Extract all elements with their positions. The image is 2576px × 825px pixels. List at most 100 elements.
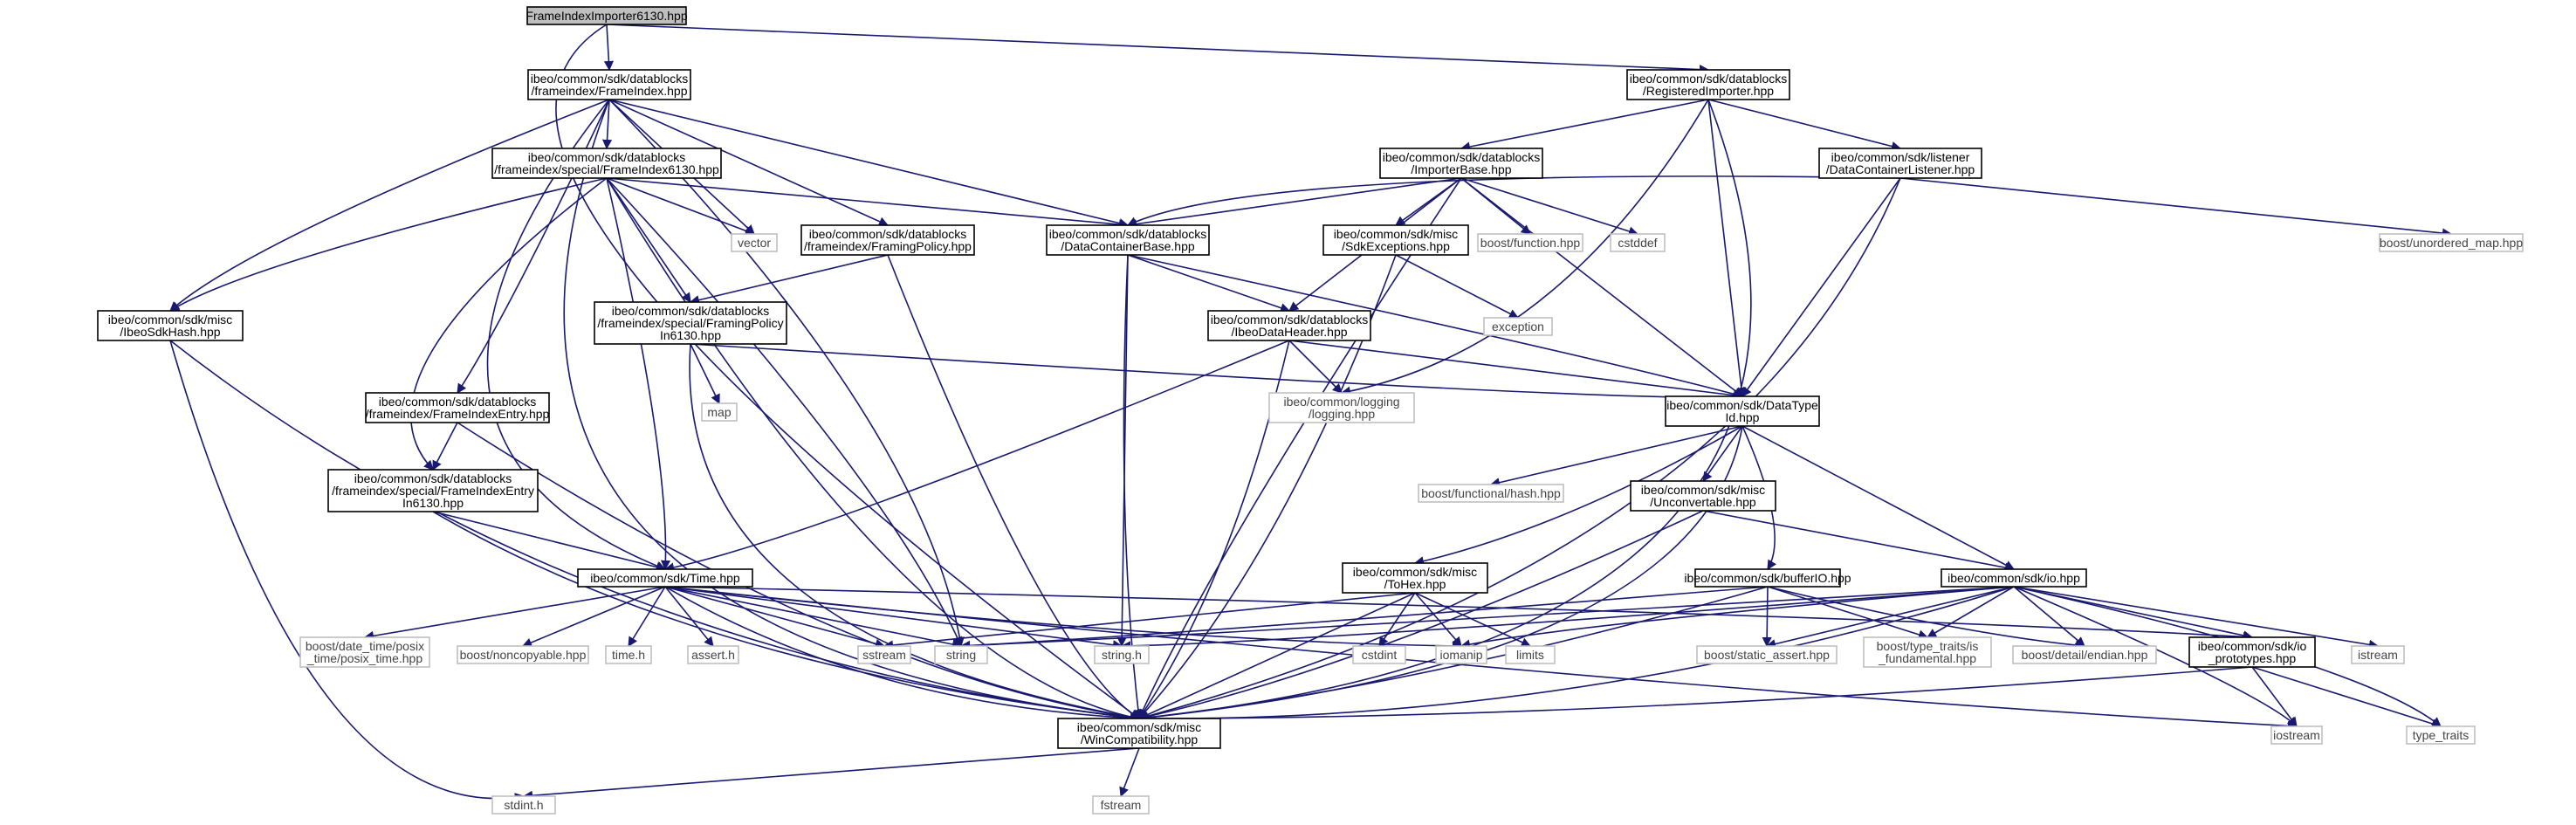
edge-io-to-wincompat bbox=[1137, 586, 2015, 724]
node-box bbox=[1630, 480, 1776, 512]
node-box bbox=[1322, 224, 1469, 256]
edge-dcbase-to-stringh bbox=[1116, 254, 1129, 648]
node-sdkexceptions[interactable]: ibeo/common/sdk/misc/SdkExceptions.hpp bbox=[1322, 224, 1469, 256]
node-cstddef[interactable]: cstddef bbox=[1610, 233, 1666, 252]
node-vector[interactable]: vector bbox=[731, 233, 778, 252]
node-sstream[interactable]: sstream bbox=[857, 645, 911, 664]
node-logging[interactable]: ibeo/common/logging/logging.hpp bbox=[1268, 392, 1415, 423]
node-bufferio[interactable]: ibeo/common/sdk/bufferIO.hpp bbox=[1684, 568, 1851, 588]
node-map[interactable]: map bbox=[701, 402, 738, 422]
node-label: /frameindex/special/FrameIndexEntry bbox=[332, 484, 534, 498]
node-box bbox=[1352, 645, 1406, 664]
node-stdinth[interactable]: stdint.h bbox=[491, 795, 556, 815]
node-boostfunction[interactable]: boost/function.hpp bbox=[1477, 233, 1583, 252]
edge-time-to-stringh bbox=[664, 586, 1123, 650]
node-time[interactable]: ibeo/common/sdk/Time.hpp bbox=[577, 568, 753, 588]
node-box bbox=[1818, 148, 1982, 179]
edge-dclistener-to-datatypeid bbox=[1741, 177, 1901, 397]
edge-frameindex-to-dcbase bbox=[608, 99, 1130, 229]
node-box bbox=[2406, 725, 2476, 745]
node-fp6130[interactable]: ibeo/common/sdk/datablocks/frameindex/sp… bbox=[594, 301, 787, 345]
node-unconvertable[interactable]: ibeo/common/sdk/misc/Unconvertable.hpp bbox=[1630, 480, 1776, 512]
node-fie6130[interactable]: ibeo/common/sdk/datablocks/frameindex/sp… bbox=[327, 469, 539, 512]
node-box bbox=[491, 148, 722, 179]
node-label: time.h bbox=[612, 648, 645, 662]
node-string[interactable]: string bbox=[934, 645, 988, 664]
node-staticassert[interactable]: boost/static_assert.hpp bbox=[1696, 645, 1838, 664]
node-box bbox=[1057, 718, 1221, 749]
edge-io-to-istream bbox=[2013, 586, 2380, 650]
edge-frameindex-to-fientry bbox=[457, 99, 610, 394]
edge-frameindex-to-fi6130 bbox=[601, 99, 613, 150]
edge-time-to-posixtime bbox=[363, 586, 666, 641]
node-box bbox=[731, 233, 778, 252]
node-label: ibeo/common/sdk/datablocks bbox=[1211, 313, 1369, 327]
node-ioprototypes[interactable]: ibeo/common/sdk/io_prototypes.hpp bbox=[2188, 636, 2316, 668]
node-cstdint[interactable]: cstdint bbox=[1352, 645, 1406, 664]
node-label: boost/function.hpp bbox=[1480, 236, 1581, 250]
edge-time-to-asserth bbox=[664, 586, 714, 647]
edge-datatypeid-to-tohex bbox=[1413, 425, 1743, 567]
edge-io-to-iostream bbox=[2013, 586, 2298, 727]
edge-regimporter-to-datatypeid bbox=[1707, 99, 1747, 398]
node-label: _time/posix_time.hpp bbox=[306, 651, 423, 665]
edge-fp6130-to-wincompat bbox=[689, 343, 1141, 722]
node-label: ibeo/common/sdk/Time.hpp bbox=[590, 571, 740, 585]
node-label: ibeo/common/sdk/datablocks bbox=[1383, 150, 1541, 164]
node-posixtime[interactable]: boost/date_time/posix_time/posix_time.hp… bbox=[299, 636, 430, 668]
node-typetraits[interactable]: type_traits bbox=[2406, 725, 2476, 745]
node-noncopyable[interactable]: boost/noncopyable.hpp bbox=[457, 645, 589, 664]
edge-sdkhash-to-stdinth bbox=[169, 340, 526, 803]
node-label: vector bbox=[738, 236, 771, 250]
node-fstream[interactable]: fstream bbox=[1092, 795, 1150, 815]
node-tohex[interactable]: ibeo/common/sdk/misc/ToHex.hpp bbox=[1342, 562, 1488, 594]
node-istream[interactable]: istream bbox=[2351, 645, 2405, 664]
node-dclistener[interactable]: ibeo/common/sdk/listener/DataContainerLi… bbox=[1818, 148, 1982, 179]
edge-frameindex-to-wincompat bbox=[563, 99, 1141, 723]
node-frameindex[interactable]: ibeo/common/sdk/datablocks/frameindex/Fr… bbox=[527, 69, 691, 100]
edge-dcbase-to-datatypeid bbox=[1127, 254, 1744, 399]
edge-time-to-string bbox=[664, 586, 963, 650]
node-box bbox=[577, 568, 753, 588]
node-stringh[interactable]: string.h bbox=[1094, 645, 1150, 664]
node-label: boost/static_assert.hpp bbox=[1704, 648, 1830, 662]
node-limits[interactable]: limits bbox=[1505, 645, 1556, 664]
node-box bbox=[2270, 725, 2323, 745]
node-functionalhash[interactable]: boost/functional/hash.hpp bbox=[1418, 484, 1564, 503]
node-exception[interactable]: exception bbox=[1483, 317, 1553, 336]
edge-root-to-frameindex bbox=[603, 24, 615, 72]
node-isfundamental[interactable]: boost/type_traits/is_fundamental.hpp bbox=[1863, 636, 1992, 668]
node-label: ibeo/common/sdk/misc bbox=[1334, 227, 1458, 241]
node-label: boost/type_traits/is bbox=[1877, 639, 1979, 653]
edge-fie6130-to-wincompat bbox=[432, 511, 1141, 723]
node-label: boost/functional/hash.hpp bbox=[1421, 486, 1561, 500]
node-iostream[interactable]: iostream bbox=[2270, 725, 2323, 745]
node-sdkhash[interactable]: ibeo/common/sdk/misc/IbeoSdkHash.hpp bbox=[97, 310, 244, 341]
node-wincompat[interactable]: ibeo/common/sdk/misc/WinCompatibility.hp… bbox=[1057, 718, 1221, 749]
node-importerbase[interactable]: ibeo/common/sdk/datablocks/ImporterBase.… bbox=[1379, 148, 1543, 179]
node-dcbase[interactable]: ibeo/common/sdk/datablocks/DataContainer… bbox=[1046, 224, 1210, 256]
node-framingpolicy[interactable]: ibeo/common/sdk/datablocks/frameindex/Fr… bbox=[800, 224, 975, 256]
node-dataheader[interactable]: ibeo/common/sdk/datablocks/IbeoDataHeade… bbox=[1207, 310, 1371, 341]
node-fi6130[interactable]: ibeo/common/sdk/datablocks/frameindex/sp… bbox=[491, 148, 722, 179]
node-asserth[interactable]: assert.h bbox=[687, 645, 739, 664]
edge-ioprototypes-to-typetraits bbox=[2251, 666, 2442, 729]
node-iomanip[interactable]: iomanip bbox=[1435, 645, 1487, 664]
node-io[interactable]: ibeo/common/sdk/io.hpp bbox=[1941, 568, 2087, 588]
edge-time-to-sstream bbox=[664, 586, 886, 649]
edge-bufferio-to-staticassert bbox=[1762, 586, 1772, 648]
node-label: ibeo/common/sdk/DataType bbox=[1666, 398, 1818, 412]
node-root[interactable]: FrameIndexImporter6130.hpp bbox=[526, 6, 688, 25]
node-box bbox=[701, 402, 738, 422]
node-regimporter[interactable]: ibeo/common/sdk/datablocks/RegisteredImp… bbox=[1626, 69, 1790, 100]
edge-dclistener-to-dcbase bbox=[1126, 175, 1901, 226]
node-box bbox=[491, 795, 556, 815]
node-label: /Unconvertable.hpp bbox=[1650, 495, 1756, 509]
node-fientry[interactable]: ibeo/common/sdk/datablocks/frameindex/Fr… bbox=[365, 392, 550, 423]
node-endian[interactable]: boost/detail/endian.hpp bbox=[2012, 645, 2157, 664]
edge-dataheader-to-logging bbox=[1288, 340, 1343, 394]
node-timeh[interactable]: time.h bbox=[605, 645, 652, 664]
edge-unconvertable-to-io bbox=[1702, 510, 2016, 573]
node-unorderedmap[interactable]: boost/unordered_map.hpp bbox=[2379, 233, 2524, 252]
